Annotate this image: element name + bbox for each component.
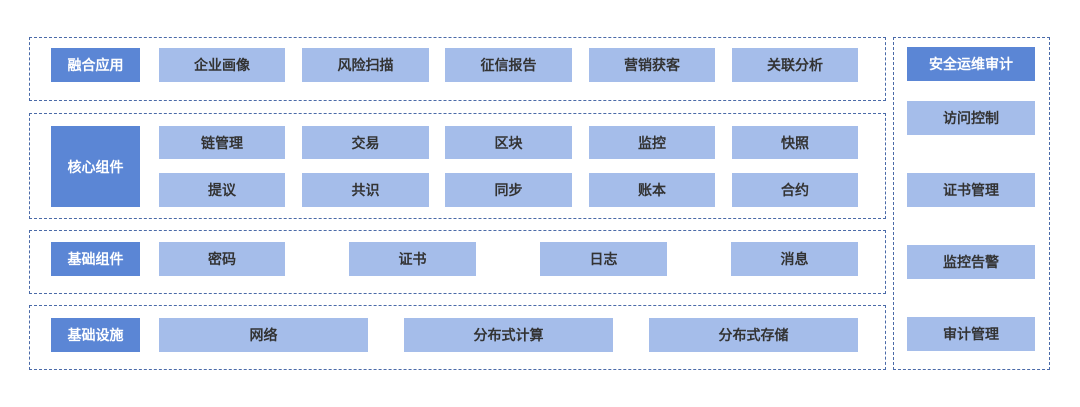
security-item: 访问控制 (907, 101, 1035, 135)
core-item: 快照 (732, 126, 858, 159)
basic-item: 证书 (349, 242, 476, 276)
security-item: 审计管理 (907, 317, 1035, 351)
core-item: 区块 (445, 126, 572, 159)
core-item: 链管理 (159, 126, 285, 159)
infra-item: 网络 (159, 318, 368, 352)
fusion-layer-label: 融合应用 (51, 48, 140, 82)
basic-layer-label: 基础组件 (51, 242, 140, 276)
security-item: 监控告警 (907, 245, 1035, 279)
fusion-item: 关联分析 (732, 48, 858, 82)
fusion-layer-frame (29, 37, 886, 101)
core-item: 合约 (732, 173, 858, 207)
infra-item: 分布式存储 (649, 318, 858, 352)
core-item: 提议 (159, 173, 285, 207)
core-item: 交易 (302, 126, 429, 159)
basic-item: 日志 (540, 242, 667, 276)
basic-layer-frame (29, 230, 886, 294)
security-item: 证书管理 (907, 173, 1035, 207)
infra-item: 分布式计算 (404, 318, 613, 352)
core-layer-label: 核心组件 (51, 126, 140, 207)
fusion-item: 营销获客 (589, 48, 715, 82)
security-column-frame (893, 37, 1050, 370)
fusion-item: 企业画像 (159, 48, 285, 82)
security-column-label: 安全运维审计 (907, 47, 1035, 81)
core-item: 共识 (302, 173, 429, 207)
core-layer-frame (29, 113, 886, 219)
infra-layer-frame (29, 305, 886, 370)
fusion-item: 风险扫描 (302, 48, 429, 82)
fusion-item: 征信报告 (445, 48, 572, 82)
core-item: 同步 (445, 173, 572, 207)
basic-item: 密码 (159, 242, 285, 276)
core-item: 账本 (589, 173, 715, 207)
core-item: 监控 (589, 126, 715, 159)
basic-item: 消息 (731, 242, 858, 276)
infra-layer-label: 基础设施 (51, 318, 140, 352)
